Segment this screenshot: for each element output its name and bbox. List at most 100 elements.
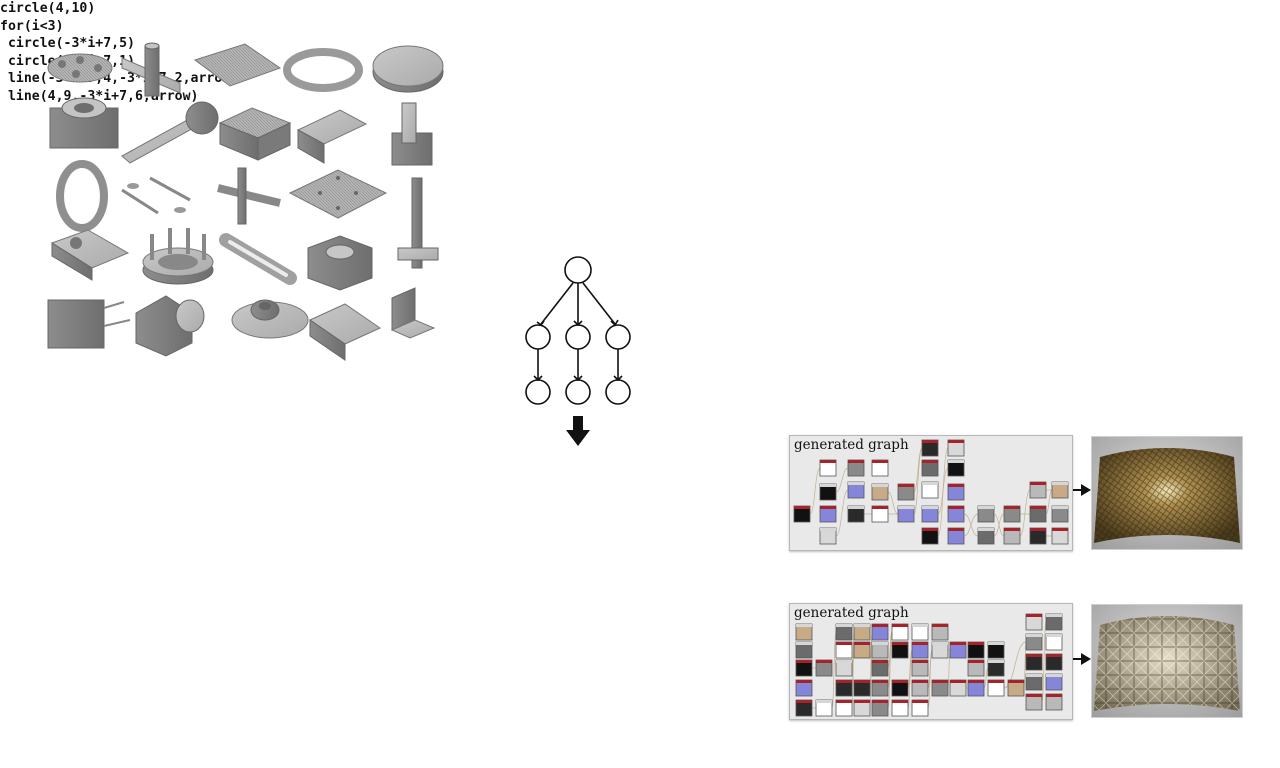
graph-node [977, 527, 995, 545]
graph-edge [907, 649, 913, 709]
graph-node [853, 641, 871, 659]
graph-node [987, 659, 1005, 677]
cad-part-column [397, 177, 439, 269]
graph-node [871, 641, 889, 659]
graph-node [1045, 693, 1063, 711]
graph-edge [1019, 489, 1031, 537]
graph-node [871, 659, 889, 677]
cad-part-slab [50, 229, 130, 281]
graph-node [1051, 505, 1069, 523]
graph-node [847, 481, 865, 499]
graph-node-root [564, 256, 592, 284]
hand-drawn-graph [525, 256, 631, 405]
graph-node [911, 623, 929, 641]
graph-node [1007, 679, 1025, 697]
cad-parts-grid [47, 42, 444, 361]
graph-node [947, 527, 965, 545]
graph-node [795, 679, 813, 697]
cad-part-box [218, 107, 292, 161]
cad-part-bracket [121, 42, 181, 97]
graph-edge [1041, 621, 1047, 703]
graph-node [847, 505, 865, 523]
graph-edge [582, 282, 616, 325]
generated-graph-panel: generated graph [789, 603, 1073, 720]
graph-node [871, 459, 889, 477]
graph-node [897, 505, 915, 523]
graph-edge [540, 282, 574, 325]
graph-node [911, 679, 929, 697]
graph-node [1025, 653, 1043, 671]
graph-node [835, 659, 853, 677]
cad-part-cross [217, 167, 281, 225]
cad-part-clamp [308, 303, 382, 361]
graph-node [967, 679, 985, 697]
graph-node [911, 659, 929, 677]
graph-node [795, 623, 813, 641]
right-arrow-icon [1073, 653, 1091, 665]
graph-node [871, 483, 889, 501]
graph-node [967, 659, 985, 677]
graph-node [967, 641, 985, 659]
graph-node [1025, 633, 1043, 651]
cad-part-block [49, 97, 119, 149]
graph-edge [983, 667, 989, 689]
graph-node-a2 [565, 324, 591, 350]
code-line: for(i<3) [0, 18, 64, 34]
graph-node [815, 699, 833, 717]
graph-node [835, 641, 853, 659]
graph-node [847, 459, 865, 477]
graph-node [1003, 505, 1021, 523]
cad-part-cluster [47, 53, 113, 83]
graph-edge [831, 631, 837, 709]
graph-node [891, 641, 909, 659]
graph-node-a1 [525, 324, 551, 350]
cad-part-cam [231, 299, 309, 339]
graph-node-b1 [525, 379, 551, 405]
cad-part-plate [193, 43, 282, 87]
graph-node-b2 [565, 379, 591, 405]
graph-node [897, 483, 915, 501]
graph-node [815, 659, 833, 677]
graph-node [1025, 693, 1043, 711]
right-arrow-icon [1073, 484, 1091, 496]
graph-node [1045, 673, 1063, 691]
graph-edge [809, 467, 821, 515]
cad-part-hexnut [307, 235, 373, 291]
graph-node [1029, 505, 1047, 523]
graph-node [871, 623, 889, 641]
cad-part-square-plate [288, 169, 388, 219]
graph-node [1051, 527, 1069, 545]
cad-part-cube [47, 299, 131, 349]
generated-graph-panel: generated graph [789, 435, 1073, 551]
cad-part-pins [121, 176, 191, 215]
graph-node [871, 699, 889, 717]
graph-node [921, 459, 939, 477]
graph-node [891, 623, 909, 641]
graph-node [949, 641, 967, 659]
graph-node [947, 505, 965, 523]
code-line: circle(4,10) [0, 1, 96, 16]
graph-edge [1045, 489, 1053, 515]
material-render [1091, 436, 1243, 550]
graph-node [1025, 673, 1043, 691]
graph-node [987, 641, 1005, 659]
graph-node [1025, 613, 1043, 631]
graph-edge [1003, 641, 1027, 689]
graph-node [947, 483, 965, 501]
node-graph-canvas [795, 613, 1063, 717]
graph-edge [927, 649, 933, 709]
graph-node [911, 699, 929, 717]
cad-part-angle [390, 287, 436, 339]
node-graph-canvas [793, 439, 1069, 545]
graph-node [931, 641, 949, 659]
graph-node [835, 699, 853, 717]
graph-node [795, 699, 813, 717]
graph-node [1045, 633, 1063, 651]
material-render [1091, 604, 1243, 718]
graph-edge [835, 467, 849, 493]
graph-node [931, 623, 949, 641]
graph-title: generated graph [794, 437, 909, 453]
graph-edge [937, 447, 949, 537]
graph-node [1029, 481, 1047, 499]
graph-node [947, 459, 965, 477]
